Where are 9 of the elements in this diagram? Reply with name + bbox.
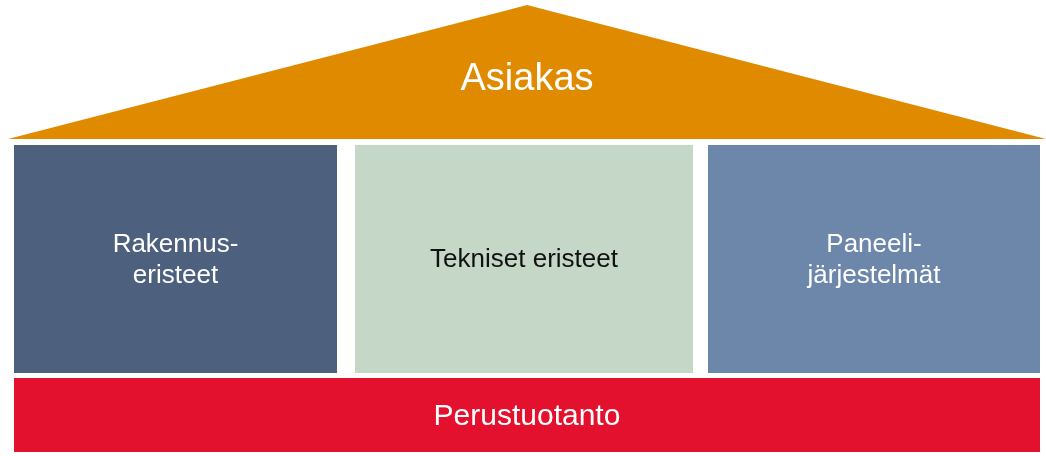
block-label: Perustuotanto xyxy=(433,397,621,433)
roof-label: Asiakas xyxy=(460,55,594,101)
foundation-bar xyxy=(14,378,1040,452)
block-label: Tekniset eristeet xyxy=(430,243,618,275)
pillar-block xyxy=(708,145,1040,373)
pillar-block xyxy=(14,145,337,373)
block-label: Rakennus- eristeet xyxy=(111,227,240,291)
pillar-block xyxy=(355,145,693,373)
block-label: Paneeli- järjestelmät xyxy=(806,227,942,291)
